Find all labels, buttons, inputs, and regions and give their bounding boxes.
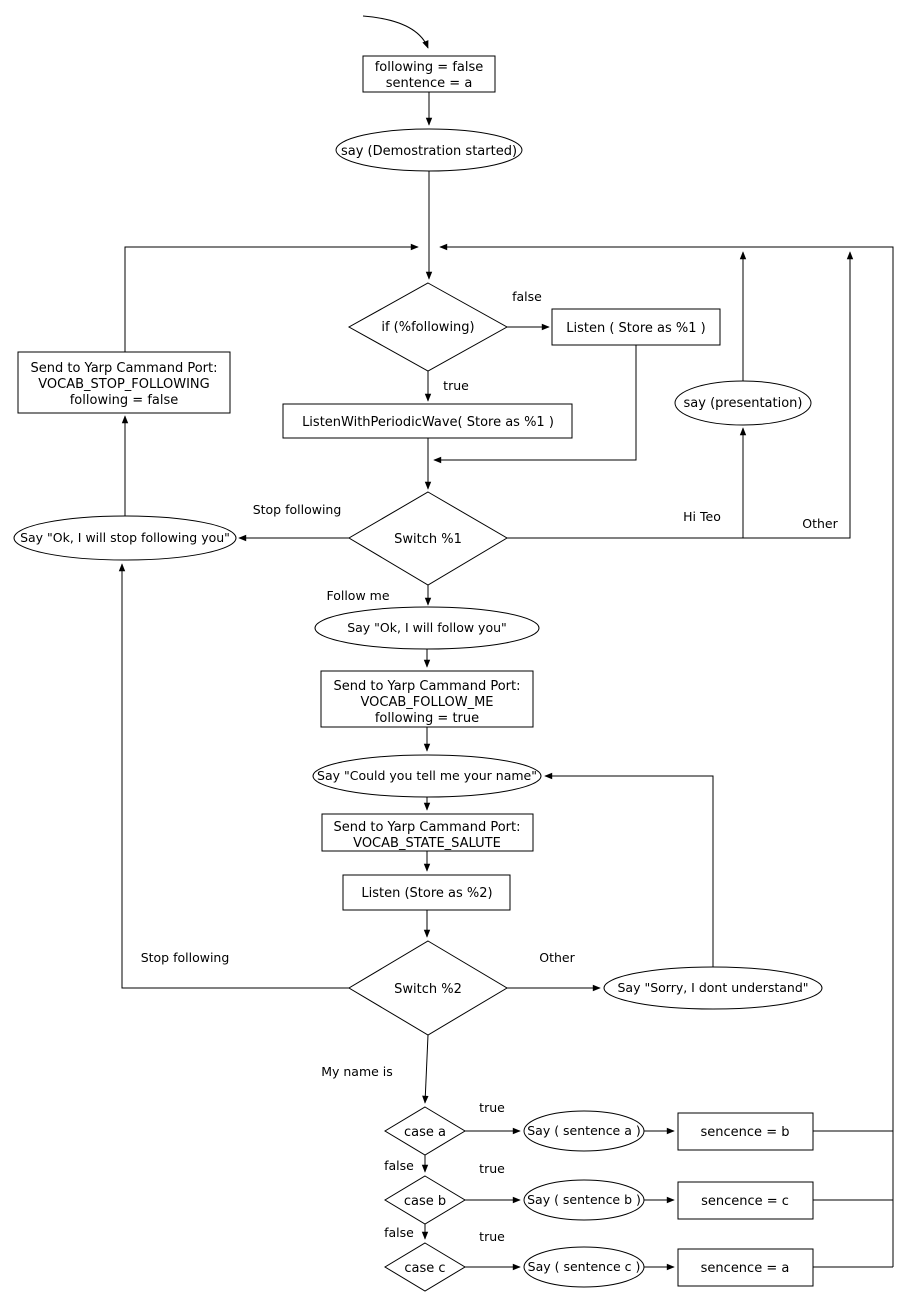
assign-b-label: sencence = c [701, 1194, 789, 1209]
label-sw2-other: Other [539, 950, 575, 965]
node-shapes [13, 55, 823, 1292]
demo-say-ellipse [335, 128, 523, 172]
assign-a-label: sencence = b [701, 1125, 790, 1140]
listen1-label: Listen ( Store as %1 ) [566, 321, 706, 336]
case-a-label: case a [404, 1125, 446, 1140]
edge-switch2-saystop [118, 563, 349, 989]
if-following-label: if (%following) [381, 320, 474, 335]
init-box [362, 55, 496, 93]
stop-port-line1: Send to Yarp Cammand Port: [30, 361, 217, 376]
say-name-ellipse [312, 754, 542, 798]
say-stop-ellipse [13, 515, 237, 561]
assign-c-box [677, 1248, 814, 1287]
listen2-label: Listen (Store as %2) [361, 886, 492, 901]
listen1-box [551, 308, 721, 346]
say-sorry-label: Say "Sorry, I dont understand" [617, 980, 808, 995]
if-following-diamond [347, 282, 509, 372]
switch1-diamond [348, 491, 508, 586]
salute-port-box [321, 813, 534, 852]
stop-port-line3: following = false [70, 393, 179, 408]
label-hi-teo: Hi Teo [683, 509, 721, 524]
assign-c-label: sencence = a [701, 1261, 790, 1276]
edge-right-feedback [439, 243, 894, 1267]
say-follow-ellipse [314, 606, 540, 650]
salute-port-line2: VOCAB_STATE_SALUTE [353, 836, 501, 851]
case-b-label: case b [404, 1194, 446, 1209]
say-sentence-a-label: Say ( sentence a ) [527, 1123, 641, 1138]
follow-port-line1: Send to Yarp Cammand Port: [333, 679, 520, 694]
case-b-diamond [384, 1175, 466, 1225]
init-box-line1: following = false [375, 60, 484, 75]
follow-port-line3: following = true [375, 711, 479, 726]
label-follow-me: Follow me [326, 588, 389, 603]
say-sentence-c-ellipse [523, 1246, 645, 1288]
case-a-diamond [384, 1106, 466, 1156]
edge-listen1-merge [433, 345, 637, 464]
edge-labels: false true Stop following Hi Teo Other F… [141, 289, 839, 1244]
edge-switch2-casea [422, 1034, 429, 1104]
assign-a-box [677, 1112, 814, 1151]
label-sw1-other: Other [802, 516, 838, 531]
listen2-box [342, 874, 511, 911]
say-presentation-ellipse [674, 380, 812, 426]
label-sw1-stop-following: Stop following [253, 502, 342, 517]
label-case-a-true: true [479, 1100, 505, 1115]
stop-port-line2: VOCAB_STOP_FOLLOWING [38, 377, 210, 392]
edge-start [362, 15, 429, 49]
listen-periodic-box [282, 403, 573, 439]
follow-port-line2: VOCAB_FOLLOW_ME [360, 695, 493, 710]
edges [118, 15, 894, 1271]
listen-periodic-label: ListenWithPeriodicWave( Store as %1 ) [302, 415, 554, 430]
follow-port-box [320, 670, 534, 728]
demo-say-label: say (Demostration started) [341, 144, 517, 159]
label-sw2-stop-following: Stop following [141, 950, 230, 965]
label-if-true: true [443, 378, 469, 393]
node-labels: following = false sentence = a say (Demo… [20, 60, 808, 1276]
edge-switch1-other-up [507, 251, 854, 539]
switch1-label: Switch %1 [394, 532, 462, 547]
switch2-diamond [348, 940, 508, 1036]
edge-sorry-sayname [544, 772, 714, 967]
label-my-name-is: My name is [321, 1064, 393, 1079]
label-if-false: false [512, 289, 542, 304]
say-sentence-b-ellipse [523, 1179, 645, 1221]
init-box-line2: sentence = a [386, 76, 473, 91]
label-case-c-true: true [479, 1229, 505, 1244]
case-c-diamond [384, 1242, 466, 1292]
label-case-a-false: false [384, 1158, 414, 1173]
say-sentence-b-label: Say ( sentence b ) [527, 1192, 641, 1207]
say-sentence-a-ellipse [523, 1110, 645, 1152]
say-follow-label: Say "Ok, I will follow you" [347, 620, 507, 635]
say-stop-label: Say "Ok, I will stop following you" [20, 530, 230, 545]
say-name-label: Say "Could you tell me your name" [317, 768, 537, 783]
label-case-b-true: true [479, 1161, 505, 1176]
edge-left-feedback [124, 243, 419, 352]
switch2-label: Switch %2 [394, 982, 462, 997]
case-c-label: case c [404, 1261, 445, 1276]
label-case-b-false: false [384, 1225, 414, 1240]
say-sorry-ellipse [603, 966, 823, 1010]
stop-port-box [17, 351, 231, 414]
salute-port-line1: Send to Yarp Cammand Port: [333, 820, 520, 835]
say-presentation-label: say (presentation) [684, 396, 803, 411]
assign-b-box [677, 1181, 814, 1220]
say-sentence-c-label: Say ( sentence c ) [528, 1259, 641, 1274]
